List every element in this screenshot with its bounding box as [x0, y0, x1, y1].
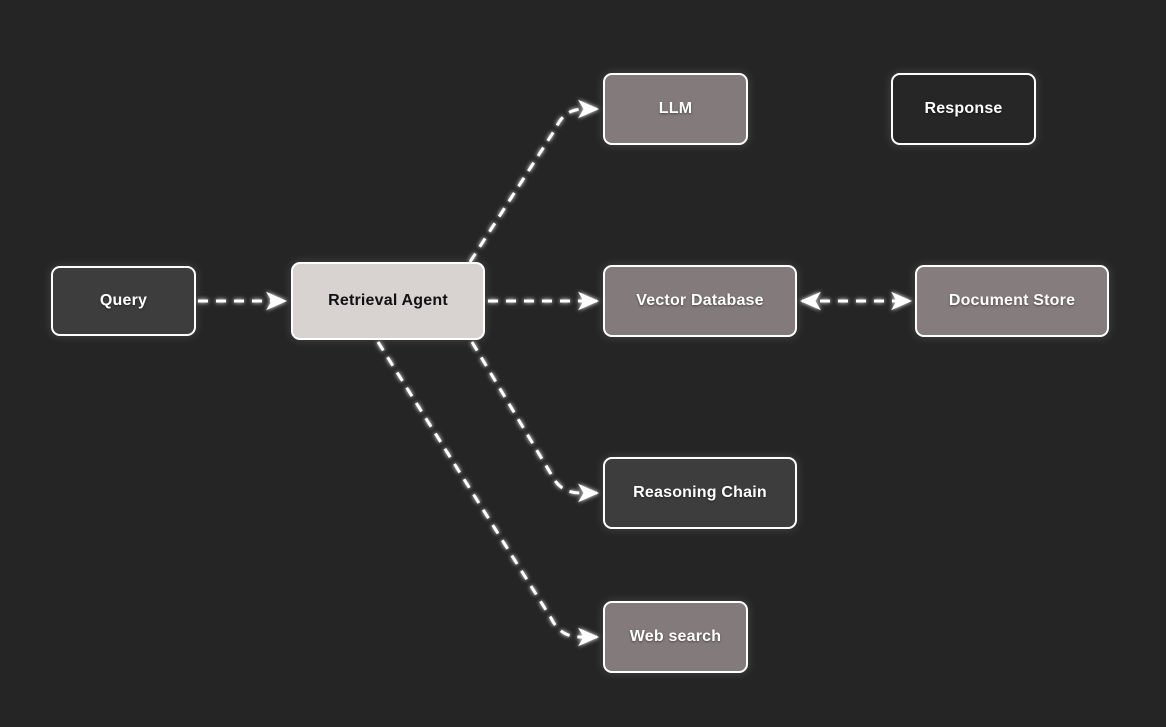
- node-response[interactable]: Response: [891, 73, 1036, 145]
- node-label-query: Query: [99, 292, 148, 310]
- node-query[interactable]: Query: [51, 266, 196, 336]
- node-reasoning_chain[interactable]: Reasoning Chain: [603, 457, 797, 529]
- node-retrieval_agent[interactable]: Retrieval Agent: [291, 262, 485, 340]
- node-label-vector_db: Vector Database: [636, 292, 764, 310]
- edge-retrieval-agent-to-web-search: [376, 341, 600, 647]
- edge-retrieval-agent-to-reasoning: [470, 341, 600, 503]
- node-label-web_search: Web search: [629, 628, 722, 646]
- node-label-llm: LLM: [658, 100, 693, 118]
- node-vector_db[interactable]: Vector Database: [603, 265, 797, 337]
- node-web_search[interactable]: Web search: [603, 601, 748, 673]
- edge-retrieval-agent-to-llm: [468, 99, 600, 263]
- node-label-response: Response: [924, 100, 1003, 118]
- node-llm[interactable]: LLM: [603, 73, 748, 145]
- node-label-reasoning_chain: Reasoning Chain: [633, 484, 767, 502]
- node-document_store[interactable]: Document Store: [915, 265, 1109, 337]
- node-label-retrieval_agent: Retrieval Agent: [328, 292, 448, 310]
- node-label-document_store: Document Store: [948, 292, 1076, 310]
